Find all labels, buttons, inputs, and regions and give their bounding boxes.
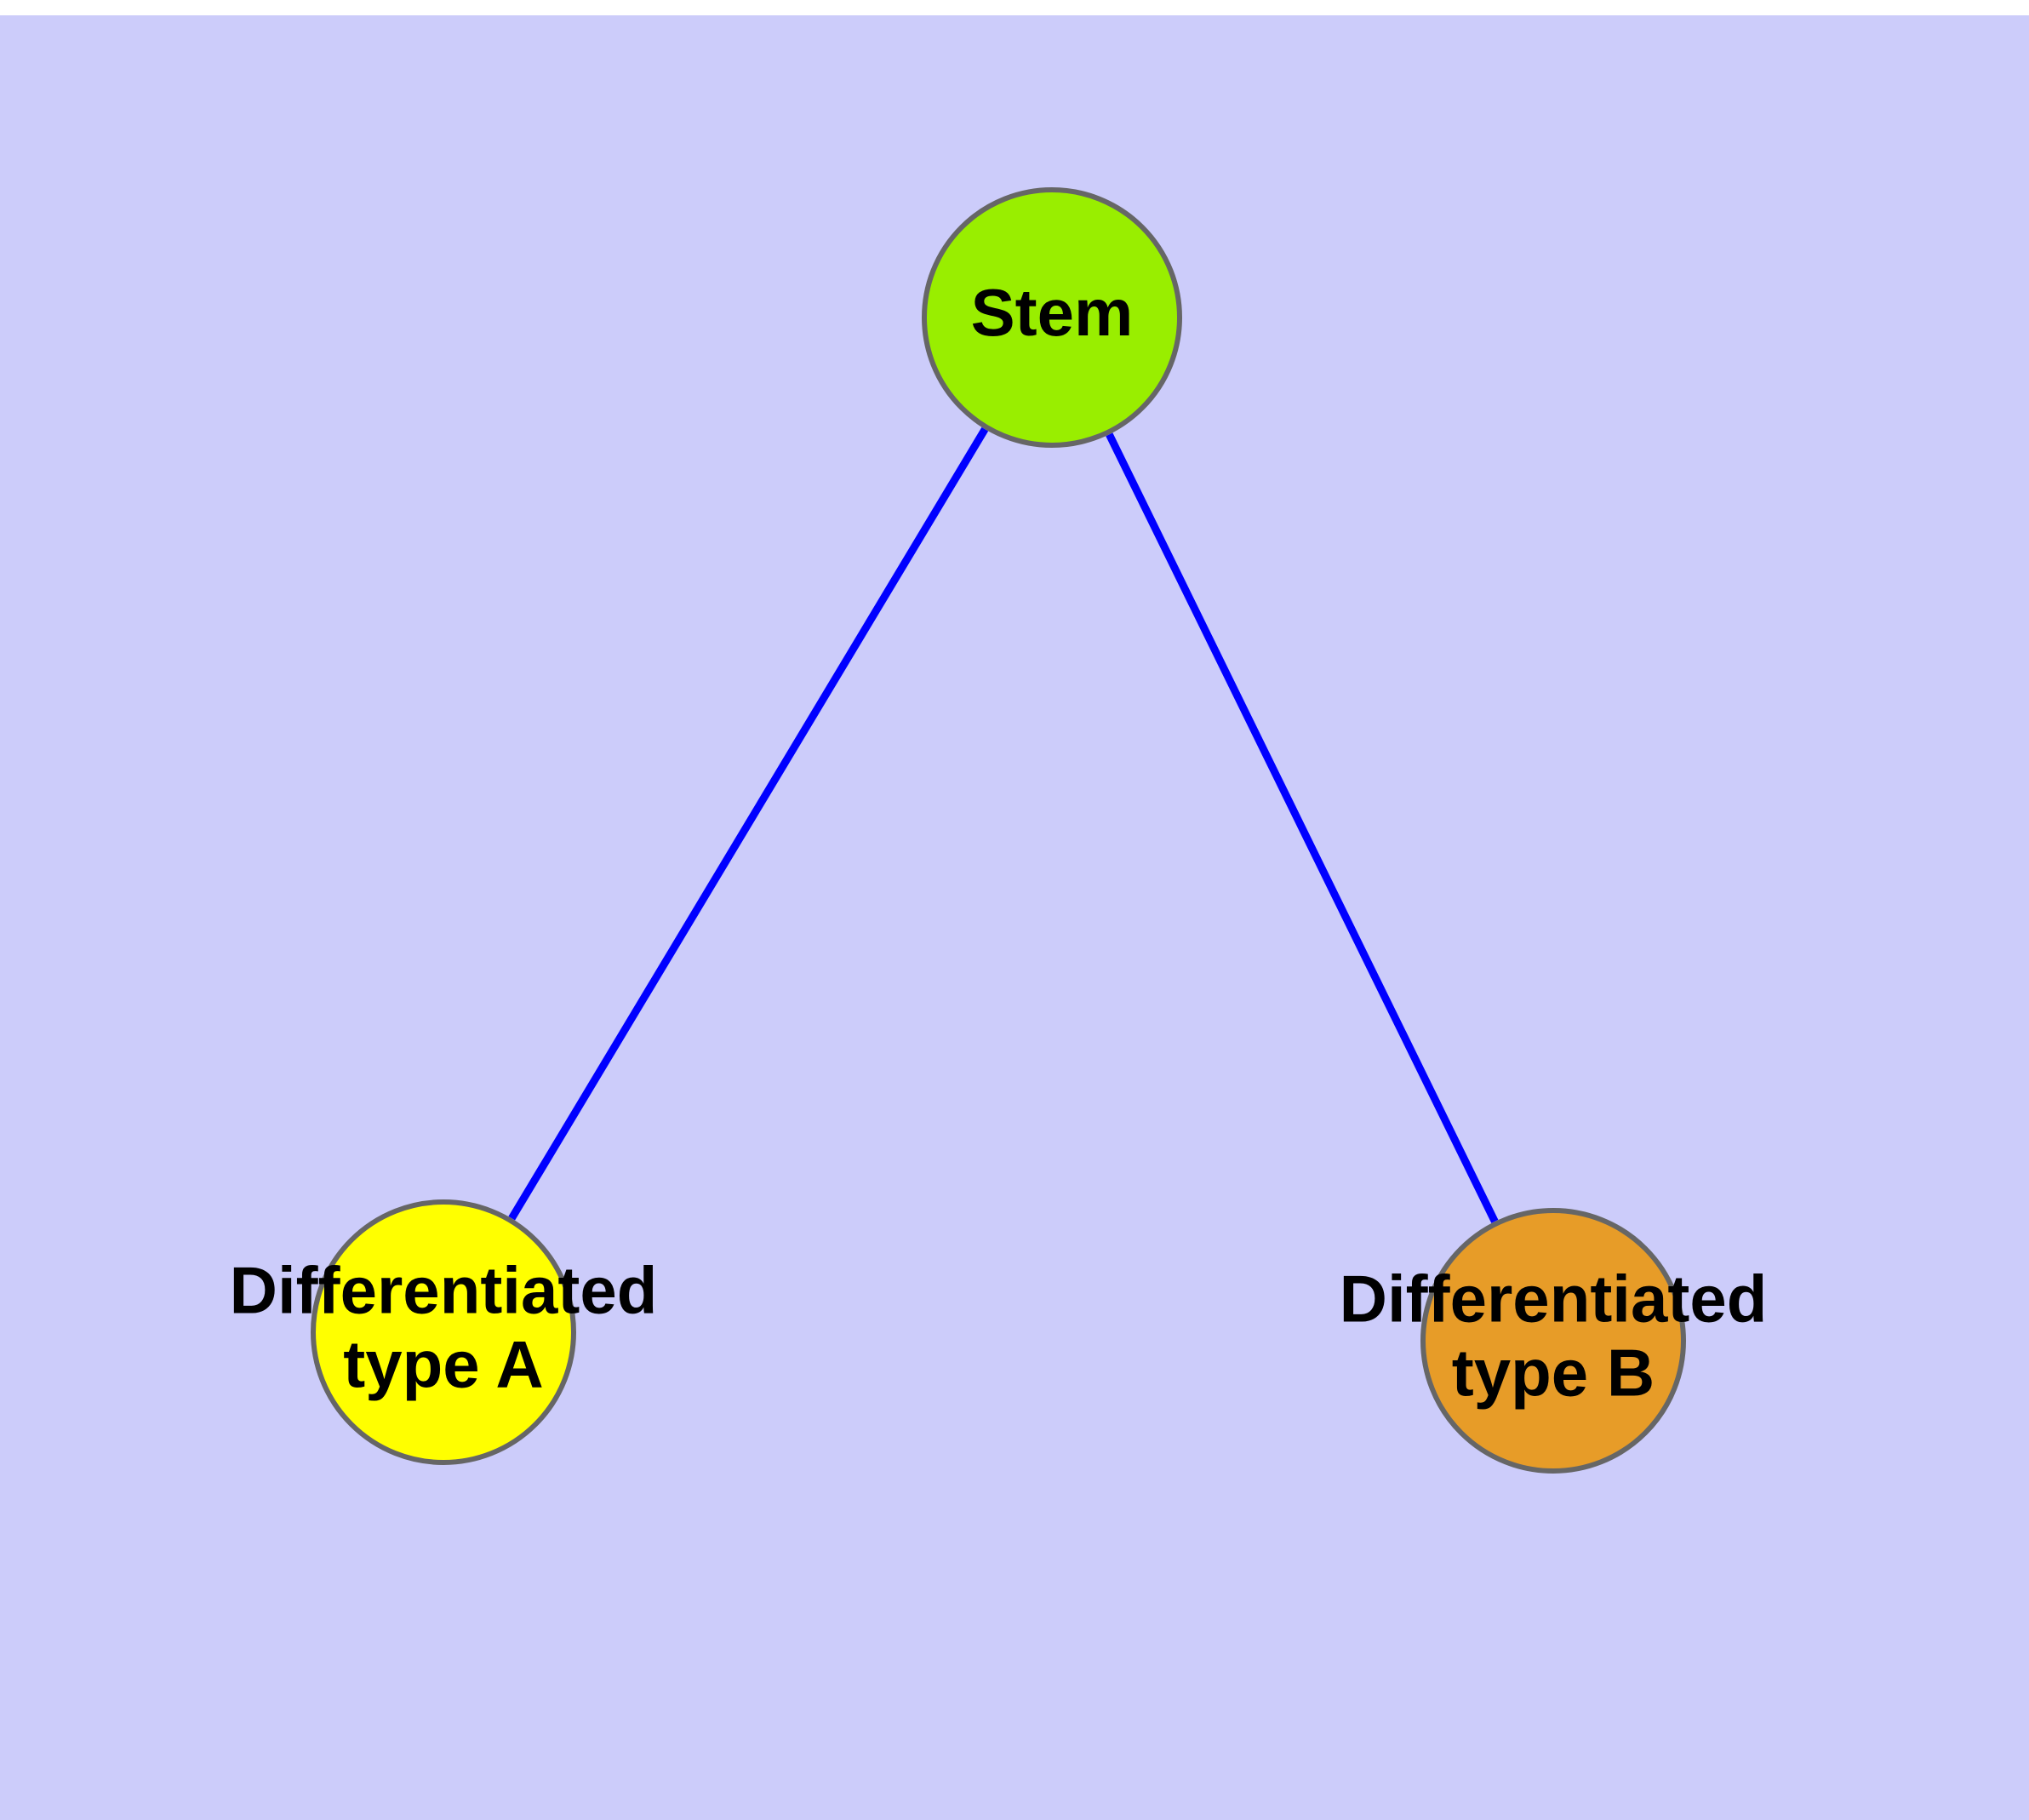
node-label-line: type A bbox=[343, 1326, 544, 1401]
node-label-line: Differentiated bbox=[230, 1252, 658, 1327]
edge-stem-to-b bbox=[1106, 432, 1499, 1223]
node-label-line: type B bbox=[1452, 1335, 1655, 1410]
node-diff_b[interactable] bbox=[1420, 1208, 1686, 1474]
node-label-stem: Stem bbox=[971, 275, 1134, 350]
edge-stem-to-a bbox=[508, 426, 989, 1221]
edges-layer bbox=[508, 426, 1499, 1223]
node-label-line: Differentiated bbox=[1340, 1261, 1768, 1336]
nodes-layer bbox=[311, 187, 1686, 1474]
node-label-line: Stem bbox=[971, 275, 1134, 350]
node-diff_a[interactable] bbox=[311, 1199, 576, 1465]
node-stem[interactable] bbox=[922, 187, 1182, 448]
